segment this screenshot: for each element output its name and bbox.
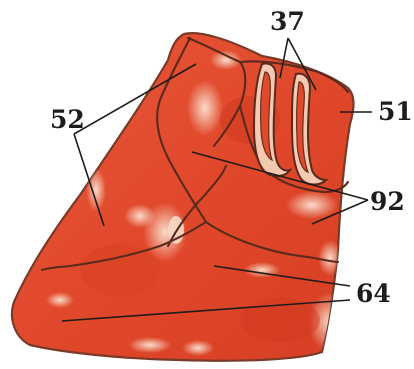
label-64: 64: [356, 279, 391, 308]
label-51: 51: [378, 97, 413, 126]
label-92: 92: [370, 187, 405, 216]
label-52: 52: [50, 105, 85, 134]
label-37: 37: [270, 7, 305, 36]
